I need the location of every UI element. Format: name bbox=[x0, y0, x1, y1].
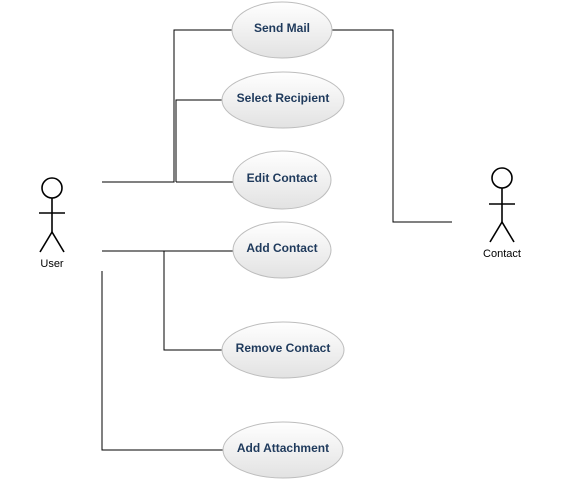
edge-user-add-attachment bbox=[101, 271, 224, 451]
usecase-edit-contact[interactable]: Edit Contact bbox=[232, 150, 332, 210]
usecase-add-attachment-label: Add Attachment bbox=[237, 441, 329, 455]
actor-contact-label: Contact bbox=[483, 248, 521, 260]
usecase-add-contact[interactable]: Add Contact bbox=[232, 221, 332, 279]
usecase-add-contact-label: Add Contact bbox=[246, 241, 317, 255]
actor-user-label: User bbox=[40, 258, 64, 270]
usecase-select-recipient[interactable]: Select Recipient bbox=[221, 71, 345, 129]
edge-user-send-mail bbox=[102, 29, 234, 183]
user-top-associations bbox=[102, 29, 234, 183]
user-middle-associations bbox=[102, 250, 234, 351]
usecase-remove-contact-label: Remove Contact bbox=[236, 341, 331, 355]
edge-user-select-recipient bbox=[175, 99, 224, 182]
usecase-send-mail[interactable]: Send Mail bbox=[231, 1, 333, 59]
usecase-remove-contact[interactable]: Remove Contact bbox=[221, 321, 345, 379]
edge-contact-send-mail bbox=[332, 29, 452, 223]
edge-user-remove-contact bbox=[163, 251, 224, 351]
usecase-edit-contact-label: Edit Contact bbox=[247, 171, 318, 185]
user-stick-figure-icon bbox=[39, 177, 65, 253]
usecase-add-attachment[interactable]: Add Attachment bbox=[222, 421, 344, 479]
usecase-select-recipient-label: Select Recipient bbox=[237, 91, 330, 105]
actor-contact[interactable]: Contact bbox=[483, 167, 521, 260]
contact-stick-figure-icon bbox=[489, 167, 515, 243]
actor-user[interactable]: User bbox=[39, 177, 65, 270]
usecase-send-mail-label: Send Mail bbox=[254, 21, 310, 35]
